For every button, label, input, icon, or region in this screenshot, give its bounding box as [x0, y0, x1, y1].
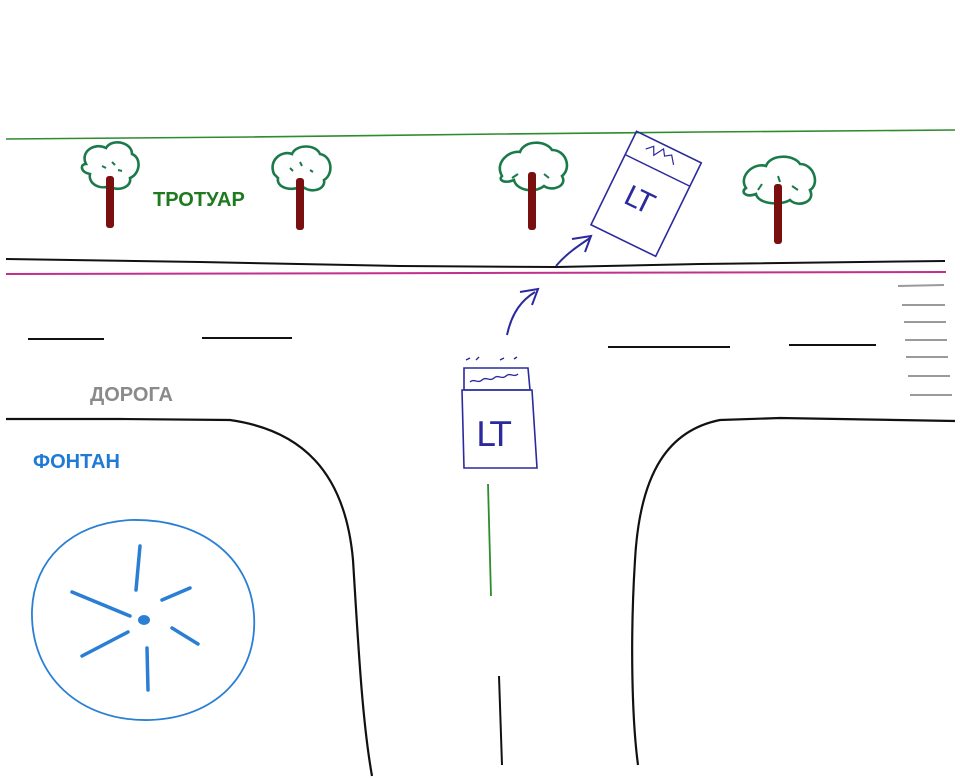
tree-icon — [742, 155, 817, 244]
center-guide-line — [487, 483, 492, 597]
center-line — [498, 675, 503, 766]
fountain-label: ФОНТАН — [33, 451, 120, 473]
road-edge-left — [6, 417, 374, 777]
road-edge-right — [631, 416, 956, 766]
sidewalk-edge-line — [5, 129, 956, 140]
sidewalk-label: ТРОТУАР — [153, 189, 245, 211]
car-icon: LT — [461, 356, 538, 469]
parked-car-label: LT — [619, 179, 660, 222]
sidewalk-curb-line — [5, 258, 946, 269]
tree-icon — [498, 141, 569, 230]
tree-icon — [80, 141, 140, 228]
arrow-icon — [506, 287, 540, 336]
curb-magenta-line — [5, 271, 947, 275]
main-car-label: LT — [476, 415, 511, 455]
crosswalk — [897, 284, 952, 396]
arrow-icon — [555, 234, 593, 267]
fountain-icon — [31, 519, 256, 721]
road-label: ДОРОГА — [90, 384, 173, 406]
tree-icon — [271, 145, 332, 230]
lane-dashes — [28, 337, 876, 348]
car-icon: LT — [589, 130, 703, 258]
